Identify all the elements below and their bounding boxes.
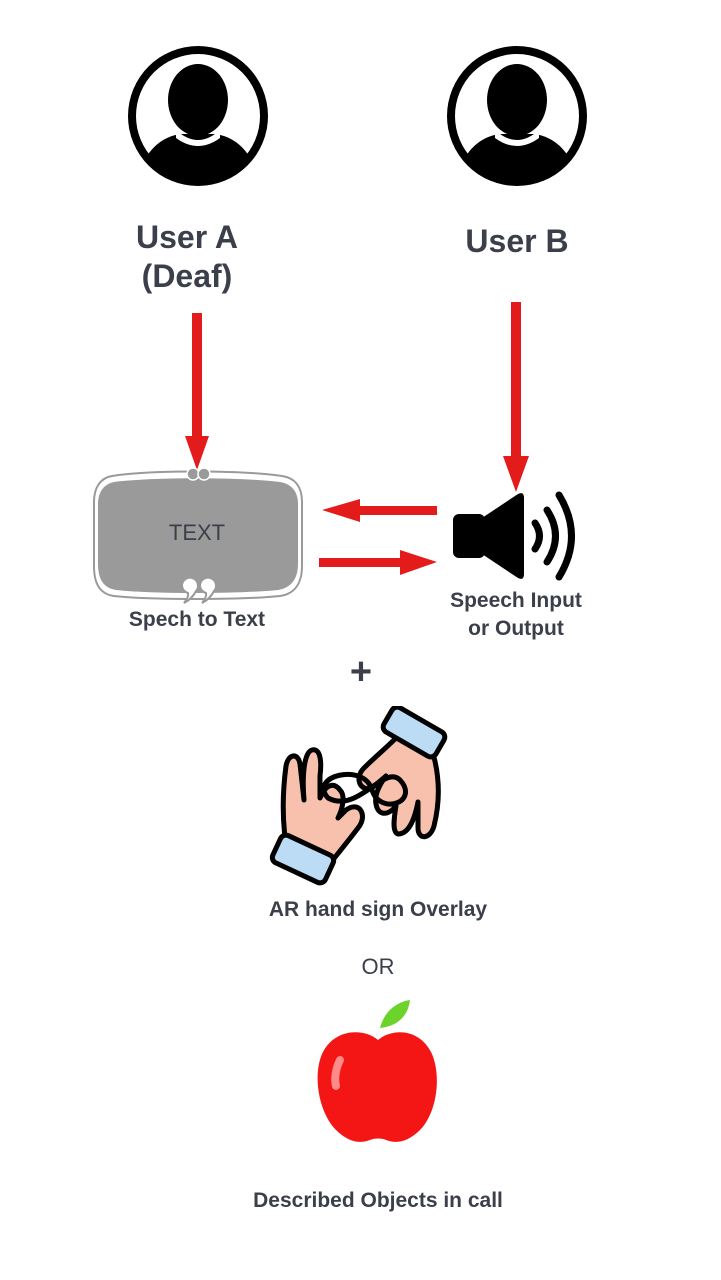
arrows — [185, 302, 529, 575]
arrow-speaker-to-text — [322, 499, 437, 522]
arrow-user-b-to-speaker — [503, 302, 529, 492]
object-caption: Described Objects in call — [253, 1189, 503, 1212]
user-a-avatar-icon — [124, 42, 272, 190]
user-a-name: User A — [136, 219, 238, 255]
speech-bubble-icon — [90, 462, 304, 610]
hand-sign-caption: AR hand sign Overlay — [268, 898, 488, 921]
plus-sign: + — [349, 651, 373, 693]
speaker-caption-line2: or Output — [468, 617, 564, 640]
sign-language-hands-icon — [268, 706, 456, 896]
arrow-user-a-to-text — [185, 313, 209, 470]
user-a-note: (Deaf) — [141, 258, 233, 294]
user-b-avatar-icon — [443, 42, 591, 190]
speaker-sound-icon — [448, 488, 584, 584]
text-box-label: TEXT — [168, 520, 226, 545]
apple-icon — [314, 998, 442, 1146]
speaker-caption-line1: Speech Input — [450, 589, 582, 612]
arrow-text-to-speaker — [319, 550, 437, 575]
text-box-caption: Spech to Text — [128, 608, 266, 631]
or-separator: OR — [361, 954, 395, 979]
user-b-name: User B — [465, 223, 569, 259]
